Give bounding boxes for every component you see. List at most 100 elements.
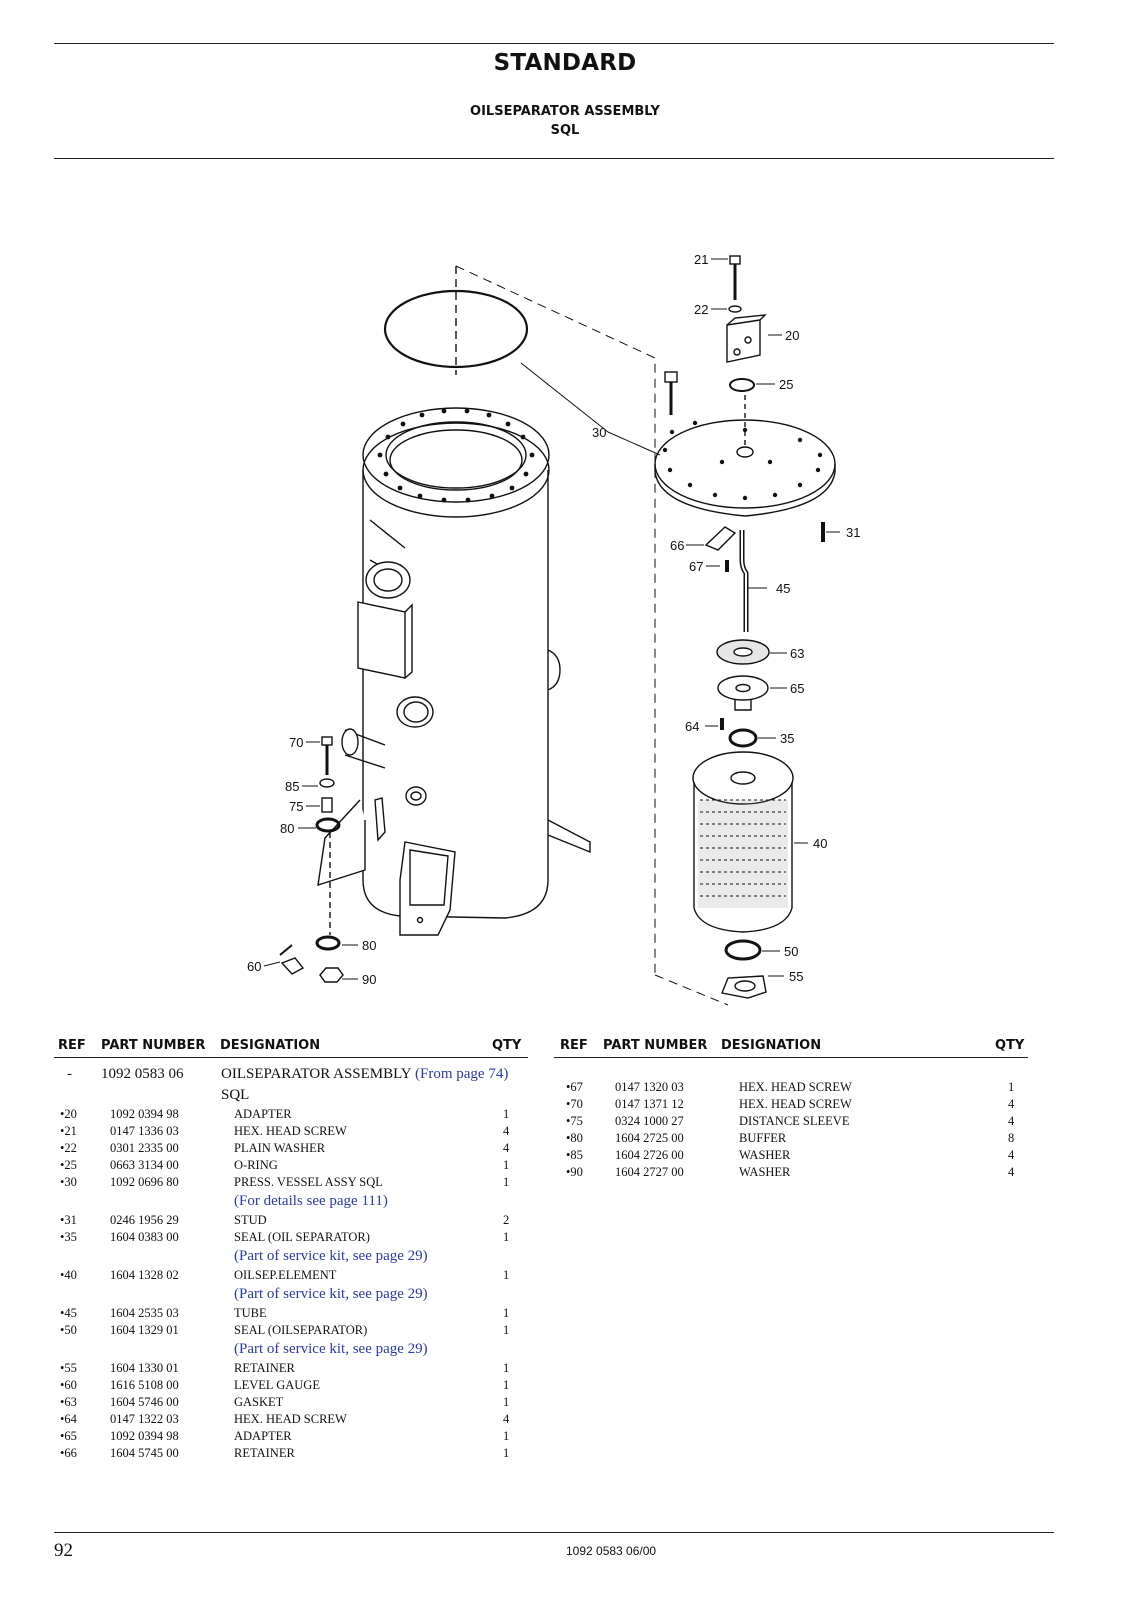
cell-designation: ADAPTER — [234, 1107, 292, 1121]
callout-67: 67 — [689, 559, 703, 574]
callout-85: 85 — [285, 779, 299, 794]
table-row-note: (For details see page 111) — [54, 1191, 528, 1212]
cell-designation: ADAPTER — [234, 1429, 292, 1443]
header-qty: QTY — [995, 1038, 1025, 1053]
cell-designation: RETAINER — [234, 1446, 295, 1460]
cell-ref: •85 — [566, 1148, 583, 1162]
cell-note[interactable]: (Part of service kit, see page 29) — [234, 1286, 428, 1302]
callout-66: 66 — [670, 538, 684, 553]
cell-part-number: 1604 1329 01 — [110, 1323, 179, 1337]
header-part-number: PART NUMBER — [101, 1038, 206, 1053]
cell-part-number: 1604 2727 00 — [615, 1165, 684, 1179]
cell-ref: •80 — [566, 1131, 583, 1145]
cell-designation: DISTANCE SLEEVE — [739, 1114, 850, 1128]
cell-designation: HEX. HEAD SCREW — [234, 1124, 347, 1138]
callout-75: 75 — [289, 799, 303, 814]
cell-designation: O-RING — [234, 1158, 278, 1172]
cell-qty: 1 — [503, 1230, 510, 1244]
cell-part-number: 1092 0583 06 — [101, 1066, 184, 1082]
cell-qty: 1 — [1008, 1080, 1015, 1094]
cell-qty: 4 — [503, 1124, 510, 1138]
cell-designation: STUD — [234, 1213, 267, 1227]
cell-ref: •50 — [60, 1323, 77, 1337]
callout-70: 70 — [289, 735, 303, 750]
cell-designation: LEVEL GAUGE — [234, 1378, 320, 1392]
table-header: REF PART NUMBER DESIGNATION QTY — [54, 1035, 528, 1058]
footer-rule — [54, 1532, 1054, 1533]
cell-note[interactable]: (From page 74) — [415, 1066, 509, 1082]
cell-ref: •90 — [566, 1165, 583, 1179]
assembly-title: OILSEPARATOR ASSEMBLY — [470, 104, 660, 119]
callout-64: 64 — [685, 719, 699, 734]
cell-designation: HEX. HEAD SCREW — [739, 1080, 852, 1094]
cell-designation: TUBE — [234, 1306, 267, 1320]
cell-part-number: 1604 1330 01 — [110, 1361, 179, 1375]
cell-part-number: 1092 0696 80 — [110, 1175, 179, 1189]
cell-qty: 4 — [1008, 1165, 1015, 1179]
cell-ref: •21 — [60, 1124, 77, 1138]
callout-22: 22 — [694, 302, 708, 317]
cell-part-number: 1604 2726 00 — [615, 1148, 684, 1162]
cell-part-number: 0147 1320 03 — [615, 1080, 684, 1094]
header-ref: REF — [560, 1038, 588, 1053]
large-oring-drawing — [383, 289, 529, 369]
pressure-vessel-drawing — [317, 407, 591, 936]
cell-designation: OILSEPARATOR ASSEMBLY — [221, 1066, 412, 1082]
cell-ref: •60 — [60, 1378, 77, 1392]
cell-qty: 1 — [503, 1429, 510, 1443]
cell-qty: 1 — [503, 1268, 510, 1282]
table-row-note: (Part of service kit, see page 29) — [54, 1284, 528, 1305]
cell-note[interactable]: (Part of service kit, see page 29) — [234, 1341, 428, 1357]
callout-65: 65 — [790, 681, 804, 696]
cell-qty: 1 — [503, 1446, 510, 1460]
callout-30: 30 — [592, 425, 606, 440]
cell-designation: SEAL (OILSEPARATOR) — [234, 1323, 368, 1337]
table-row: •90 1604 2727 00 WASHER 4 — [554, 1164, 1028, 1181]
cell-qty: 8 — [1008, 1131, 1015, 1145]
table-row-main-assembly-model: SQL — [54, 1085, 528, 1106]
cell-qty: 4 — [503, 1412, 510, 1426]
cell-designation: OILSEP.ELEMENT — [234, 1268, 337, 1282]
cell-part-number: 1604 5746 00 — [110, 1395, 179, 1409]
callout-90: 90 — [362, 972, 376, 987]
cell-qty: 4 — [1008, 1097, 1015, 1111]
callout-20: 20 — [785, 328, 799, 343]
header-designation: DESIGNATION — [220, 1038, 321, 1053]
callout-31: 31 — [846, 525, 860, 540]
cell-part-number: 1604 0383 00 — [110, 1230, 179, 1244]
callout-45: 45 — [776, 581, 790, 596]
callout-80-upper: 80 — [280, 821, 294, 836]
top-rule — [54, 43, 1054, 44]
cell-ref: •67 — [566, 1080, 583, 1094]
table-row-note: (Part of service kit, see page 29) — [54, 1339, 528, 1360]
cell-designation: WASHER — [739, 1165, 791, 1179]
cell-qty: 1 — [503, 1395, 510, 1409]
callout-21: 21 — [694, 252, 708, 267]
cell-note[interactable]: (For details see page 111) — [234, 1193, 388, 1209]
header-part-number: PART NUMBER — [603, 1038, 708, 1053]
cell-ref: •65 — [60, 1429, 77, 1443]
cell-ref: •63 — [60, 1395, 77, 1409]
page-number: 92 — [54, 1540, 73, 1561]
callout-40: 40 — [813, 836, 827, 851]
parts-rows-left: - 1092 0583 06 OILSEPARATOR ASSEMBLY (Fr… — [54, 1064, 528, 1462]
cell-note[interactable]: (Part of service kit, see page 29) — [234, 1248, 428, 1264]
cell-designation: HEX. HEAD SCREW — [234, 1412, 347, 1426]
callout-63: 63 — [790, 646, 804, 661]
cell-part-number: 0324 1000 27 — [615, 1114, 684, 1128]
cell-ref: •30 — [60, 1175, 77, 1189]
cell-qty: 1 — [503, 1175, 510, 1189]
